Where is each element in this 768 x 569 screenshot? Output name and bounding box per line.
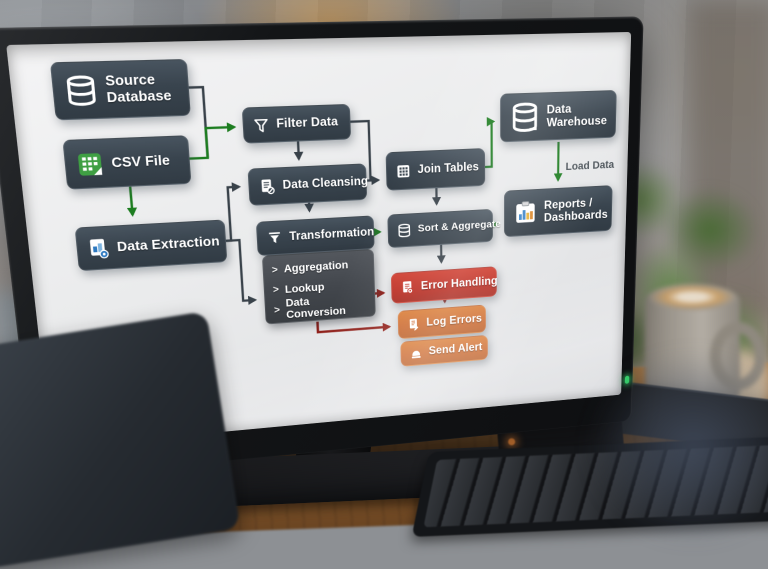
flow-node-label: Error Handling [421, 275, 498, 292]
flow-node-label: Join Tables [417, 161, 479, 177]
person-blur [588, 352, 768, 542]
chevron-right-icon: > [273, 285, 279, 296]
flow-node-label: Filter Data [276, 115, 338, 131]
flow-node-label: Sort & Aggregate [418, 219, 501, 235]
flow-node-source-database[interactable]: Source Database [50, 59, 191, 120]
flow-node-filter-data[interactable]: Filter Data [242, 104, 351, 144]
report-icon [512, 199, 538, 227]
table-icon [395, 162, 412, 180]
flow-node-reports-dashboards[interactable]: Reports / Dashboards [504, 185, 613, 237]
database-icon [61, 72, 101, 109]
flow-node-data-cleansing[interactable]: Data Cleansing [248, 163, 368, 205]
flow-node-label: Log Errors [426, 313, 482, 329]
flow-node-error-handling[interactable]: Error Handling [391, 266, 497, 304]
panel-item[interactable]: > Data Conversion [274, 294, 367, 320]
flow-node-label: CSV File [111, 153, 171, 171]
error-doc-icon [400, 279, 416, 295]
power-light [508, 438, 516, 446]
flow-node-join-tables[interactable]: Join Tables [386, 148, 486, 191]
flow-node-label: Source Database [105, 72, 181, 106]
csv-icon [74, 149, 107, 179]
panel-item-label: Lookup [285, 281, 325, 295]
cleansing-icon [257, 177, 277, 196]
flow-node-label: Data Cleansing [282, 175, 368, 192]
flow-node-label: Data Warehouse [547, 101, 609, 130]
laptop [0, 311, 241, 569]
log-doc-icon [406, 316, 420, 331]
alert-icon [409, 346, 423, 361]
flow-node-send-alert[interactable]: Send Alert [400, 335, 488, 367]
flow-node-label: Transformation [289, 226, 374, 244]
flow-node-label: Data Extraction [116, 234, 220, 255]
flow-node-data-warehouse[interactable]: Data Warehouse [500, 90, 617, 142]
transformation-options-panel[interactable]: > Aggregation > Lookup > Data Conversion [262, 249, 376, 325]
flow-node-label: Reports / Dashboards [544, 195, 608, 224]
flow-node-log-errors[interactable]: Log Errors [398, 305, 486, 340]
extract-icon [86, 236, 112, 260]
flow-node-data-extraction[interactable]: Data Extraction [75, 219, 228, 271]
warehouse-icon [509, 100, 541, 135]
chevron-right-icon: > [274, 305, 280, 316]
panel-item-label: Aggregation [284, 260, 349, 276]
panel-item-label: Data Conversion [285, 292, 367, 321]
flow-node-sort-aggregate[interactable]: Sort & Aggregate [387, 209, 493, 248]
flow-node-label: Send Alert [429, 342, 483, 358]
database-icon [396, 222, 412, 239]
chevron-right-icon: > [272, 265, 278, 276]
transform-icon [266, 229, 284, 247]
flow-node-csv-file[interactable]: CSV File [62, 135, 191, 189]
filter-icon [252, 116, 271, 135]
